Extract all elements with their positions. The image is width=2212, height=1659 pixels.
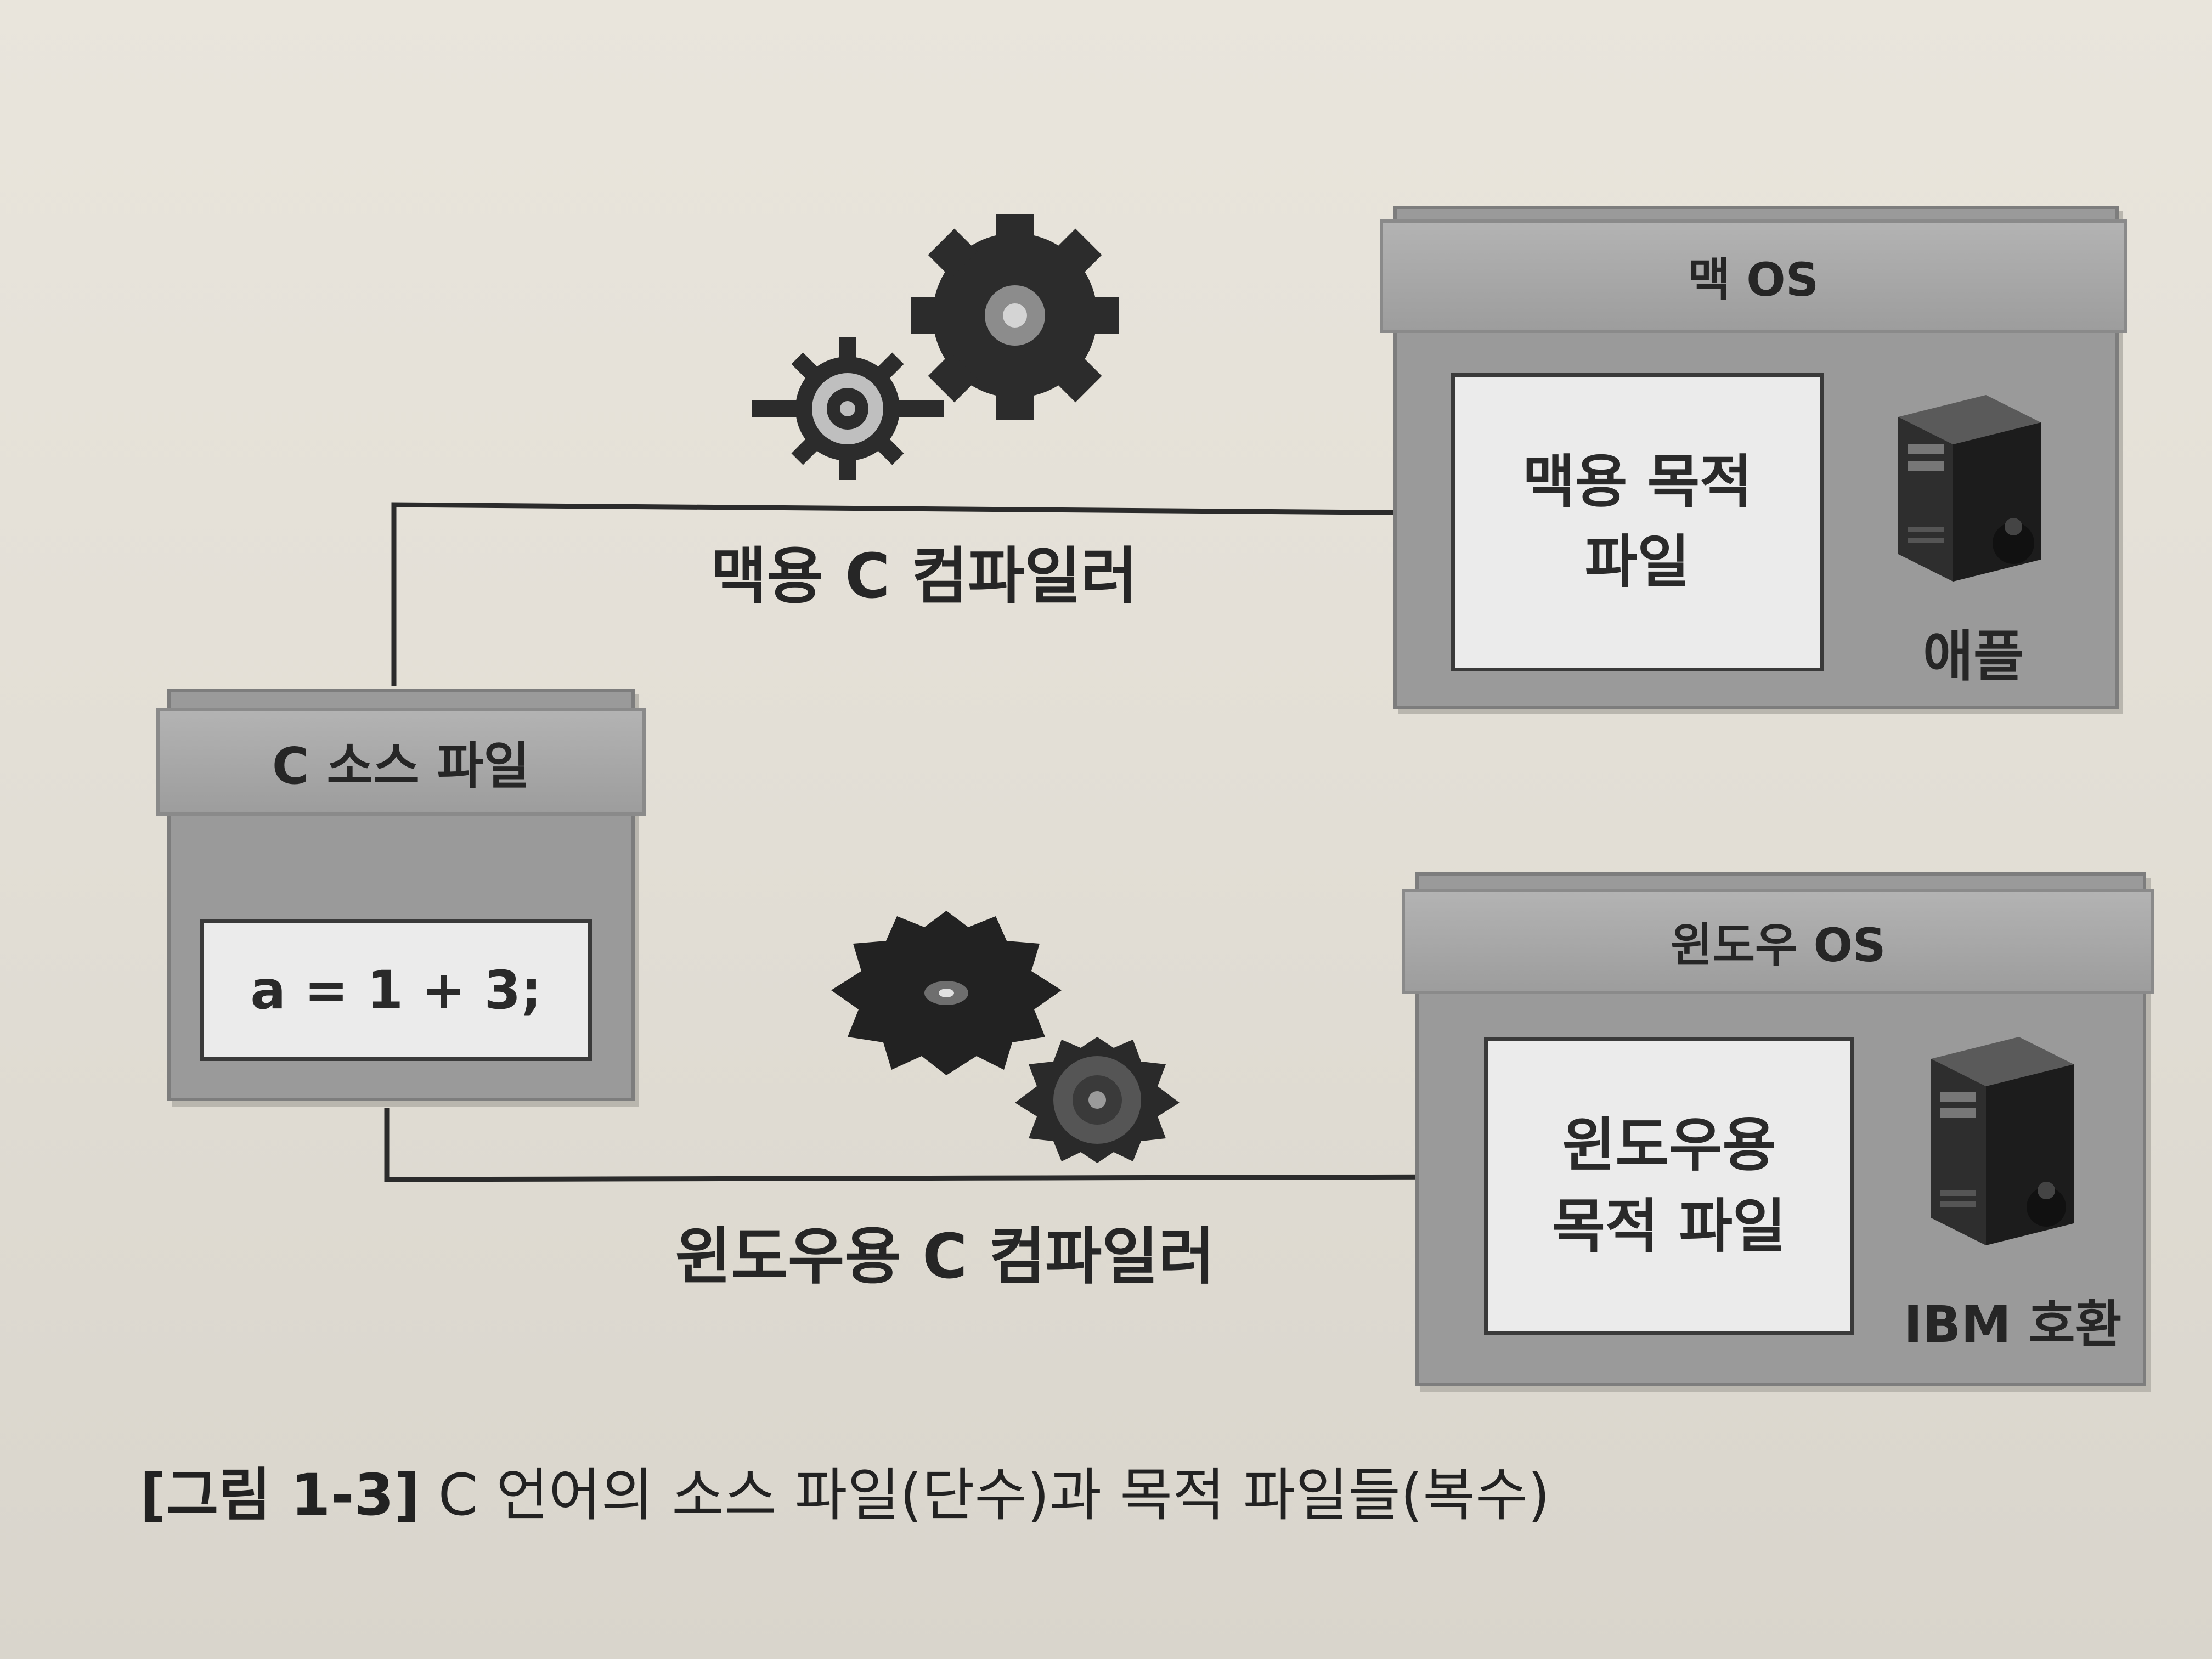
mac-object-file-label: 맥용 목적 파일 [1522,448,1752,595]
mac-compile-arrow [391,488,1458,686]
windows-object-file-label: 윈도우용 목적 파일 [1551,1111,1786,1260]
windows-object-file-box: 윈도우용 목적 파일 [1484,1037,1854,1335]
figure-caption: [그림 1-3] C 언어의 소스 파일(단수)과 목적 파일들(복수) [140,1448,1550,1531]
source-code: a = 1 + 3; [250,959,542,1021]
mac-machine-label: 애플 [1923,624,2024,689]
mac-os-title: 맥 OS [1688,253,1819,307]
windows-compiler-label: 윈도우용 C 컴파일러 [675,1221,1215,1293]
mac-object-file-box: 맥용 목적 파일 [1451,373,1824,672]
windows-compile-arrow [384,1108,1491,1202]
server-icon [1898,395,2041,582]
mac-compiler-label: 맥용 C 컴파일러 [710,541,1138,612]
source-file-header: C 소스 파일 [156,708,646,816]
figure-number: [그림 1-3] [140,1462,420,1528]
source-code-box: a = 1 + 3; [200,919,592,1061]
windows-os-header: 윈도우 OS [1402,889,2154,994]
source-file-title: C 소스 파일 [272,737,531,795]
figure-caption-text: C 언어의 소스 파일(단수)과 목적 파일들(복수) [438,1462,1550,1528]
mac-os-header: 맥 OS [1380,219,2127,333]
server-icon [1931,1037,2074,1245]
saw-blade-icon [1015,1037,1180,1163]
windows-os-title: 윈도우 OS [1670,918,1886,972]
gear-icon [911,214,1119,420]
gear-icon [752,337,944,480]
saw-blade-icon [831,911,1062,1075]
windows-machine-label: IBM 호환 [1904,1295,2122,1354]
